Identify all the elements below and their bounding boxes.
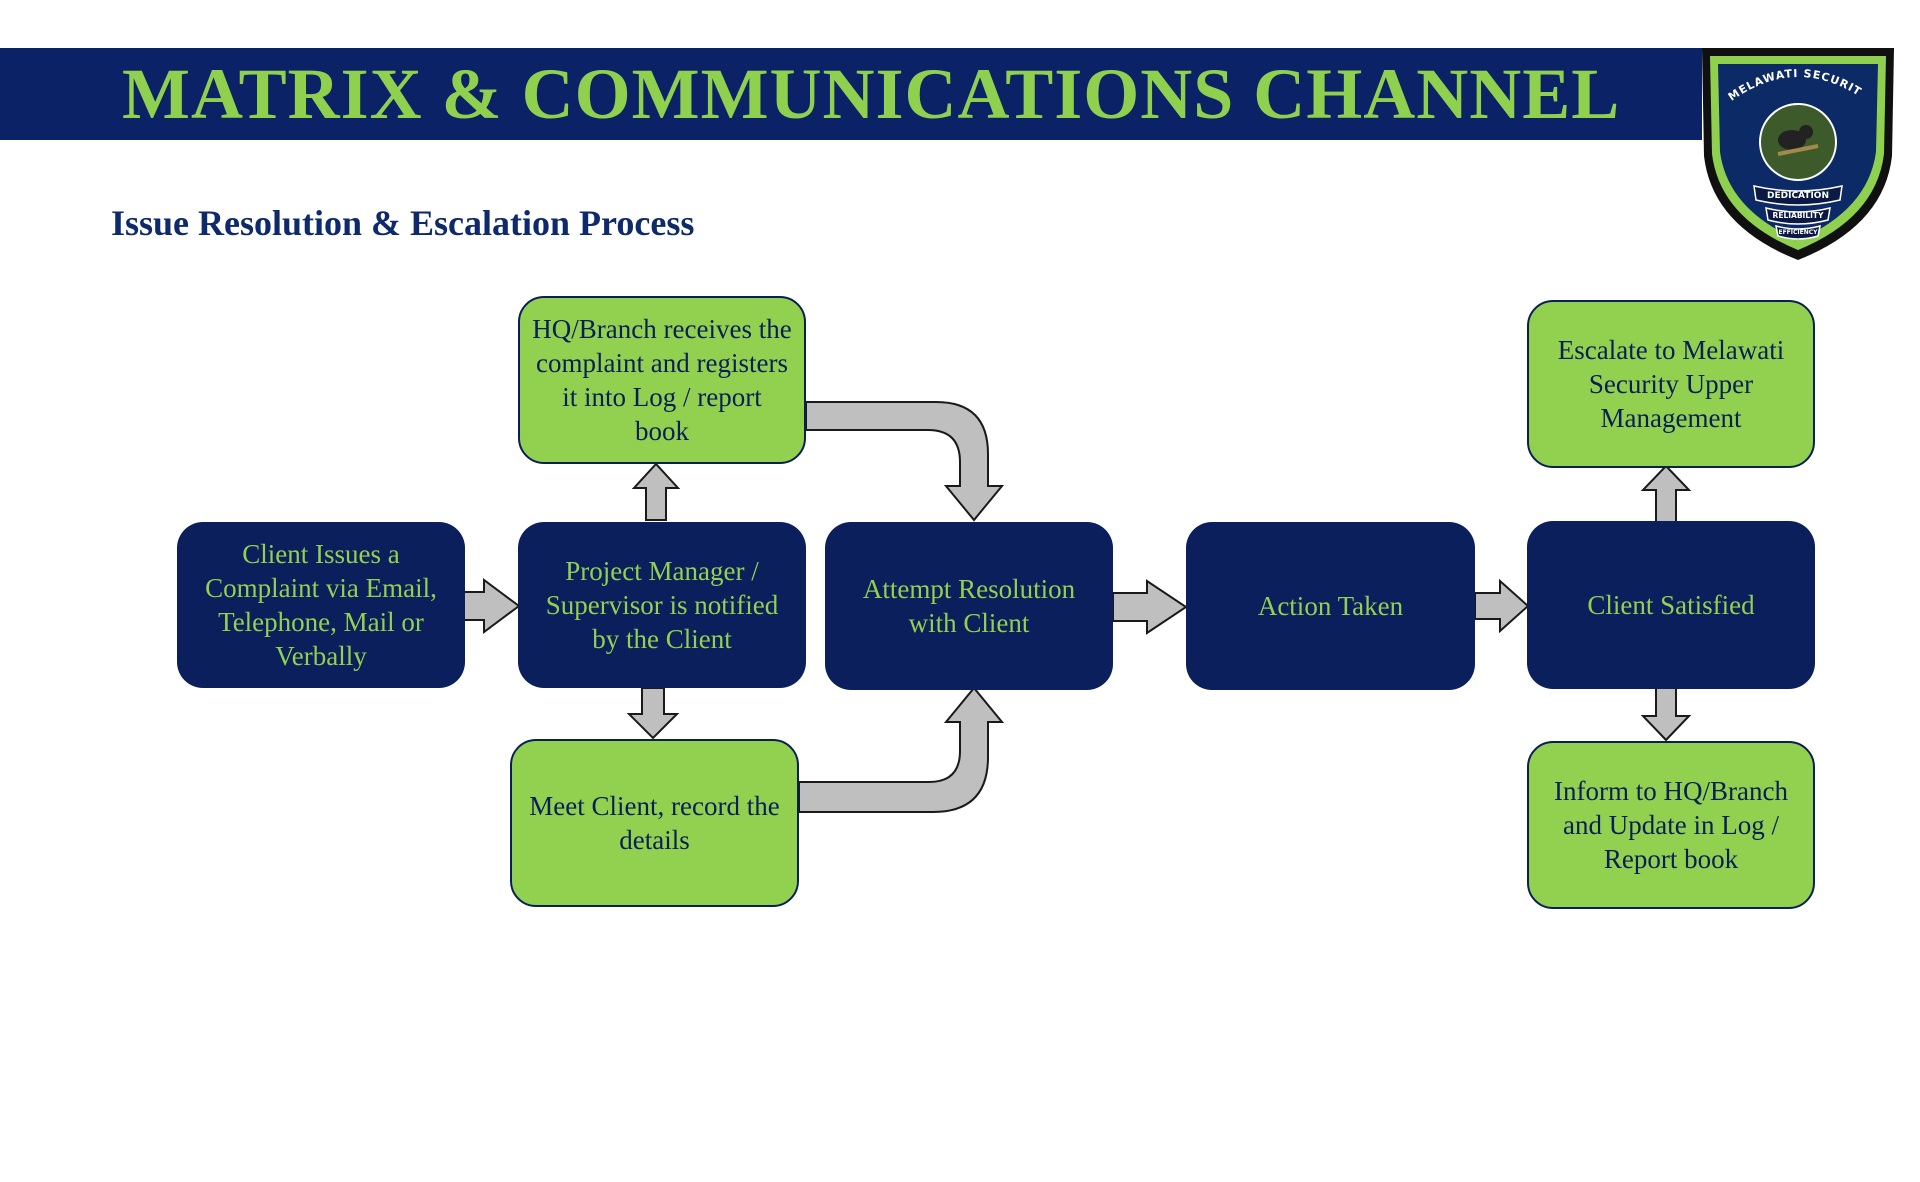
node-client-satisfied: Client Satisfied xyxy=(1527,521,1815,689)
arrow-pm-to-hq xyxy=(631,462,681,521)
node-meet-client: Meet Client, record the details xyxy=(510,739,799,907)
arrow-satisfied-to-escalate xyxy=(1640,464,1692,523)
node-hq-receives-label: HQ/Branch receives the complaint and reg… xyxy=(532,314,792,446)
node-action-taken: Action Taken xyxy=(1186,522,1475,690)
node-project-manager-label: Project Manager / Supervisor is notified… xyxy=(545,556,779,654)
node-client-issues: Client Issues a Complaint via Email, Tel… xyxy=(177,522,465,688)
node-escalate: Escalate to Melawati Security Upper Mana… xyxy=(1527,300,1815,468)
title-banner xyxy=(0,48,1702,140)
svg-text:DEDICATION: DEDICATION xyxy=(1767,191,1829,201)
arrow-hq-to-attempt xyxy=(805,401,1005,522)
page-title: MATRIX & COMMUNICATIONS CHANNEL xyxy=(122,54,1621,134)
svg-text:RELIABILITY: RELIABILITY xyxy=(1773,211,1824,220)
node-project-manager: Project Manager / Supervisor is notified… xyxy=(518,522,806,688)
node-inform-hq: Inform to HQ/Branch and Update in Log / … xyxy=(1527,741,1815,909)
arrow-pm-to-meet xyxy=(626,687,680,740)
node-action-taken-label: Action Taken xyxy=(1257,591,1404,621)
node-hq-receives: HQ/Branch receives the complaint and reg… xyxy=(518,296,806,464)
arrow-satisfied-to-inform xyxy=(1640,687,1692,742)
arrow-client-to-pm xyxy=(463,578,521,634)
page-subtitle: Issue Resolution & Escalation Process xyxy=(111,203,695,243)
node-escalate-label: Escalate to Melawati Security Upper Mana… xyxy=(1557,335,1785,433)
node-client-satisfied-label: Client Satisfied xyxy=(1587,590,1755,620)
arrow-meet-to-attempt xyxy=(798,686,1005,813)
node-client-issues-label: Client Issues a Complaint via Email, Tel… xyxy=(205,539,437,671)
node-meet-client-label: Meet Client, record the details xyxy=(529,791,780,855)
svg-text:EFFICIENCY: EFFICIENCY xyxy=(1778,229,1818,236)
node-attempt-resolution: Attempt Resolution with Client xyxy=(825,522,1113,690)
melawati-security-badge-logo: MELAWATI SECURITY DEDICATION RELIABILITY… xyxy=(1694,36,1894,260)
arrow-action-to-satisfied xyxy=(1474,578,1530,634)
node-inform-hq-label: Inform to HQ/Branch and Update in Log / … xyxy=(1554,776,1788,874)
node-attempt-resolution-label: Attempt Resolution with Client xyxy=(862,574,1076,638)
arrow-attempt-to-action xyxy=(1112,579,1188,635)
